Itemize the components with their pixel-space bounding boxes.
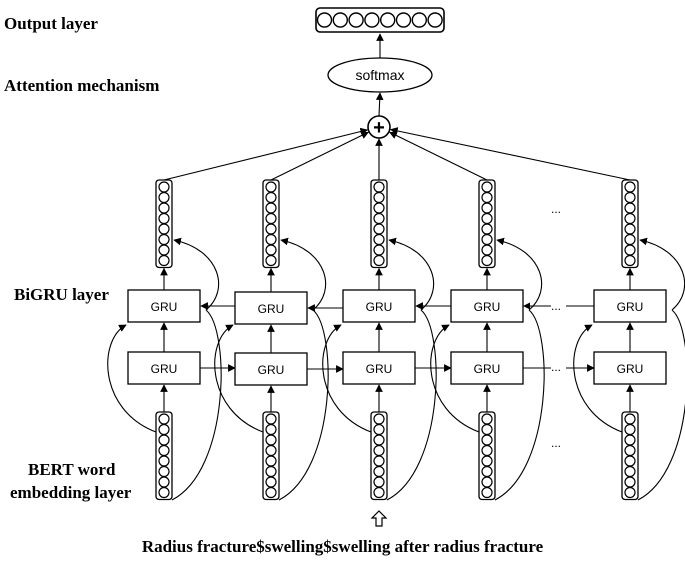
diagram-nodes: GRU GRU GRU GRU GRU GRU GRU GRU GRU GRU..........…	[127, 179, 667, 501]
gru-label: GRU	[258, 302, 285, 316]
hidden-vector	[262, 179, 280, 269]
hidden-vector	[155, 179, 173, 269]
gru-label: GRU	[617, 300, 644, 314]
ellipsis: ...	[551, 299, 561, 313]
gru-backward-cell: GRU	[127, 289, 201, 323]
gru-label: GRU	[151, 300, 178, 314]
output-vector	[315, 7, 445, 33]
bigru-layer-label: BiGRU layer	[14, 285, 109, 304]
gru-forward-cell: GRU	[342, 351, 416, 385]
gru-backward-cell: GRU	[593, 289, 667, 323]
embedding-vector	[478, 411, 496, 501]
output-unit	[411, 12, 427, 28]
connection-lines	[107, 33, 685, 501]
embedding-vector	[621, 411, 639, 501]
gru-forward-cell: GRU	[450, 351, 524, 385]
gru-backward-cell: GRU	[234, 291, 308, 325]
bert-label-line1: BERT word	[28, 460, 116, 479]
hidden-vector	[370, 179, 388, 269]
output-unit	[427, 12, 443, 28]
gru-label: GRU	[151, 362, 178, 376]
embedding-vector	[262, 411, 280, 501]
gru-label: GRU	[474, 362, 501, 376]
gru-label: GRU	[366, 300, 393, 314]
gru-forward-cell: GRU	[593, 351, 667, 385]
output-unit	[316, 12, 333, 28]
sum-symbol: +	[373, 117, 385, 139]
output-unit	[332, 12, 348, 28]
gru-forward-cell: GRU	[127, 351, 201, 385]
embedding-vector	[155, 411, 173, 501]
input-sentence: Radius fracture$swelling$swelling after …	[141, 537, 544, 556]
output-unit	[380, 12, 396, 28]
embedding-vector	[370, 411, 388, 501]
attention-mechanism-label: Attention mechanism	[4, 76, 160, 95]
gru-label: GRU	[474, 300, 501, 314]
gru-label: GRU	[366, 362, 393, 376]
gru-label: GRU	[617, 362, 644, 376]
gru-label: GRU	[258, 363, 285, 377]
input-arrow-icon	[370, 510, 388, 527]
ellipsis: ...	[551, 360, 561, 374]
output-unit	[364, 12, 380, 28]
output-layer-label: Output layer	[4, 14, 98, 33]
gru-backward-cell: GRU	[342, 289, 416, 323]
output-unit	[348, 12, 364, 28]
gru-forward-cell: GRU	[234, 352, 308, 386]
softmax-label: softmax	[355, 67, 404, 83]
softmax-node: softmax	[327, 57, 433, 93]
hidden-vector	[621, 179, 639, 269]
sum-node: +	[367, 115, 391, 139]
ellipsis: ...	[551, 436, 561, 450]
gru-backward-cell: GRU	[450, 289, 524, 323]
ellipsis: ...	[551, 202, 561, 216]
output-unit	[395, 12, 412, 28]
hidden-vector	[478, 179, 496, 269]
bert-label-line2: embedding layer	[10, 483, 132, 502]
